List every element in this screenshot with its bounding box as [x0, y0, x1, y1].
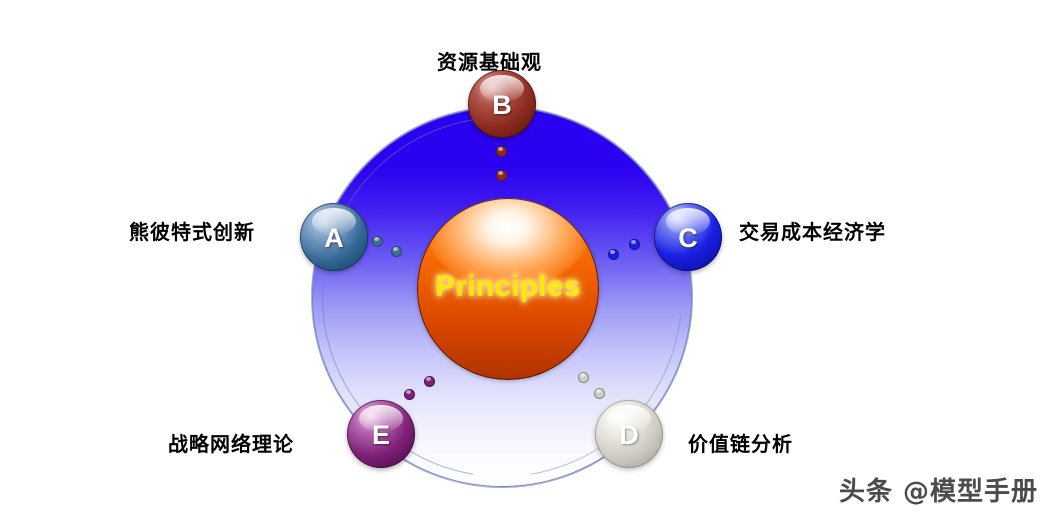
node-label-b: 资源基础观 [437, 50, 542, 74]
node-letter-a: A [324, 222, 344, 253]
node-sphere-b[interactable]: B [468, 70, 536, 138]
node-label-c: 交易成本经济学 [739, 220, 886, 244]
node-sphere-c[interactable]: C [654, 203, 722, 271]
orbit-dot-a-3 [391, 246, 402, 257]
orbit-dot-d-9 [594, 388, 605, 399]
node-letter-c: C [678, 222, 698, 253]
orbit-dot-c-5 [629, 239, 640, 250]
node-label-a: 熊彼特式创新 [129, 220, 255, 244]
orbit-dot-c-4 [608, 249, 619, 260]
node-letter-d: D [619, 419, 639, 450]
orbit-dot-b-0 [496, 146, 507, 157]
node-sphere-a[interactable]: A [300, 203, 368, 271]
node-sphere-d[interactable]: D [595, 400, 663, 468]
orbit-dot-b-1 [496, 170, 507, 181]
orbit-dot-e-6 [424, 376, 435, 387]
orbit-dot-e-7 [404, 389, 415, 400]
node-label-e: 战略网络理论 [168, 432, 294, 456]
orbit-dot-d-8 [578, 372, 589, 383]
watermark-text: 头条 @模型手册 [838, 477, 1038, 507]
node-label-d: 价值链分析 [688, 432, 793, 456]
node-letter-e: E [371, 419, 390, 450]
node-sphere-e[interactable]: E [347, 400, 415, 468]
orbit-dot-a-2 [372, 236, 383, 247]
center-sphere[interactable]: Principles [417, 198, 599, 380]
center-sphere-label: Principles [435, 270, 581, 303]
node-letter-b: B [492, 89, 512, 120]
